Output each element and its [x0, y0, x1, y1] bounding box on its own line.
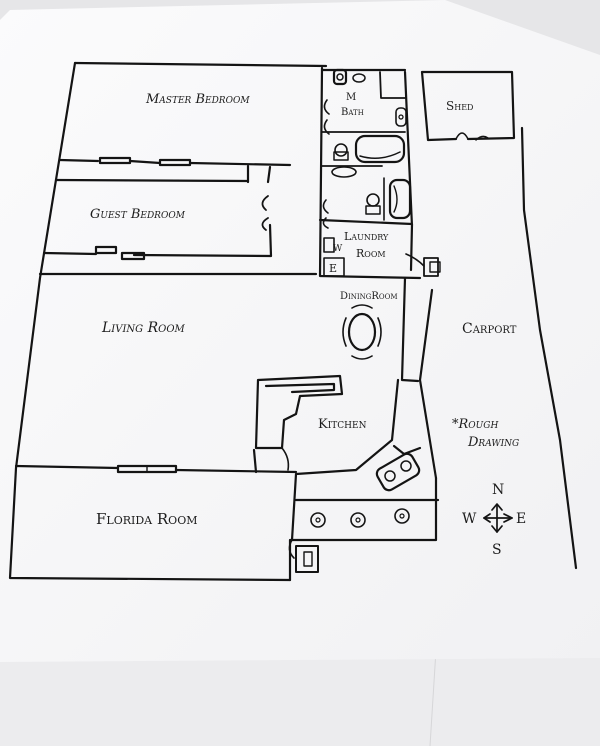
south-wall: [288, 476, 438, 582]
dining-room-label: DiningRoom: [340, 291, 398, 302]
washer-letter: W: [333, 244, 343, 254]
shed-label: Shed: [446, 99, 473, 113]
dining-area: [342, 276, 420, 383]
outer-walls: [8, 61, 438, 582]
kitchen-label: Kitchen: [318, 417, 367, 432]
lower-paper-sheet: [0, 650, 600, 746]
living-florida-partition: [14, 464, 298, 474]
bath-label-line1: M: [346, 92, 356, 103]
guest-closet-door: [94, 245, 118, 255]
shed: [420, 70, 516, 142]
dining-table: [347, 312, 377, 352]
toilet: [332, 68, 348, 86]
dryer-box: [323, 257, 345, 277]
main-paper-sheet: [0, 0, 600, 662]
compass-north: N: [492, 482, 504, 498]
laundry-label-line1: Laundry: [344, 230, 389, 243]
kitchen-counters: [252, 374, 440, 542]
master-closet-door-2: [158, 158, 192, 167]
guest-closet-door-2: [120, 251, 146, 261]
compass-east: E: [516, 511, 526, 527]
master-closet-door: [98, 156, 132, 165]
lower-sheet-edge: [429, 649, 437, 746]
shower: [388, 178, 412, 220]
guest-living-partition: [38, 223, 318, 276]
guest-door-swing: [261, 195, 269, 231]
washer-box: [323, 237, 335, 253]
toilet-bowl: [336, 73, 344, 81]
carport-label: Carport: [462, 321, 517, 337]
laundry-label-line2: Room: [356, 247, 386, 260]
compass-rose-icon: [483, 503, 513, 533]
room-labels: Master Bedroom M Bath Shed Guest Bedroom…: [90, 92, 526, 558]
bath-laundry-block: [318, 66, 441, 280]
kitchen-sink: [375, 452, 421, 492]
dryer-letter: E: [329, 262, 337, 275]
master-guest-partition: [54, 156, 292, 184]
guest-bedroom-label: Guest Bedroom: [90, 207, 186, 222]
laundry-exterior-door: [423, 257, 439, 277]
west-wall: [8, 61, 292, 582]
sink-basin: [352, 73, 366, 83]
north-wall: [73, 61, 328, 68]
bath-label-line2: Bath: [341, 107, 364, 118]
rough-note-line1: *Rough: [452, 417, 498, 432]
florida-room-label: Florida Room: [96, 510, 197, 528]
living-room-label: Living Room: [101, 320, 186, 336]
rough-note-line2: Drawing: [467, 435, 519, 450]
bath-toilet: [334, 143, 348, 157]
bathtub: [354, 134, 406, 164]
bath-fixture: [395, 107, 407, 127]
carport-boundary: [418, 126, 578, 570]
planter-flowers: [310, 508, 410, 528]
florida-exterior-door: [288, 539, 319, 573]
compass-west: W: [462, 511, 477, 527]
compass-south: S: [492, 542, 502, 558]
master-bedroom-label: Master Bedroom: [145, 92, 250, 107]
vanity-sink: [331, 166, 357, 178]
